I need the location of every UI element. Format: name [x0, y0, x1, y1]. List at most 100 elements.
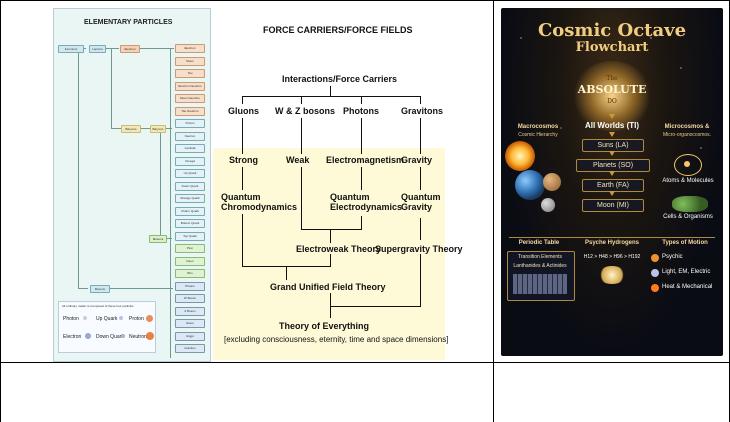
legend-down-quark: Down Quark [96, 334, 124, 340]
micro-sublabel: Micro-organocosmos. [662, 132, 712, 138]
particle-leaf: Electron Neutrino [175, 81, 205, 91]
absolute-label: ABSOLUTE [577, 83, 647, 96]
particle-leaf: Top Quark [175, 231, 205, 241]
periodic-transition: Transition Elements [518, 254, 562, 260]
particle-leaf: Tau [175, 69, 205, 78]
particle-leaf: Photon [175, 281, 205, 291]
legend-up-quark: Up Quark [96, 316, 118, 322]
psychic-icon [651, 254, 659, 262]
motion-psychic: Psychic [662, 254, 683, 260]
forces-title: FORCE CARRIERS/FORCE FIELDS [263, 25, 413, 35]
macro-label: Macrocosmos [517, 124, 559, 130]
level-moon: Moon (MI) [582, 199, 644, 212]
particle-leaf: Kaon [175, 256, 205, 266]
force-carriers-chart: FORCE CARRIERS/FORCE FIELDS Interactions… [213, 8, 463, 360]
head-hydrogens: Psyche Hydrogens [584, 240, 640, 246]
motion-light: Light, EM, Electric [662, 269, 711, 275]
earth-icon [515, 170, 545, 200]
cosmic-octave-poster: Cosmic Octave Flowchart The ABSOLUTE DO … [501, 8, 723, 356]
elementary-particles-chart: ELEMENTARY PARTICLES Fermions Leptons El… [53, 8, 211, 362]
legend-box: All ordinary matter is composed of these… [58, 301, 156, 353]
particle-leaf: W Boson [175, 294, 205, 303]
legend-note: All ordinary matter is composed of these… [62, 304, 134, 308]
particle-leaf: Neutron [175, 131, 205, 141]
legend-photon: Photon [63, 316, 79, 322]
particle-leaf: Graviton [175, 344, 205, 353]
up-quark-dot-icon [119, 316, 123, 320]
neutron-dot-icon [146, 332, 154, 340]
particle-leaf: Tau Neutrino [175, 106, 205, 116]
node-baryons: Baryons [150, 125, 166, 133]
toe-note: [excluding consciousness, eternity, time… [224, 335, 449, 344]
moon-icon [541, 198, 555, 212]
force-strong: Strong [229, 155, 258, 165]
cells-label: Cells & Organisms [663, 214, 713, 220]
theory-of-everything: Theory of Everything [279, 321, 370, 331]
sun-icon [505, 141, 535, 171]
particles-title: ELEMENTARY PARTICLES [84, 19, 173, 26]
carrier-photons: Photons [343, 106, 379, 116]
heat-icon [651, 284, 659, 292]
absolute-the: The [606, 75, 618, 82]
force-em: Electromagnetism [326, 155, 405, 165]
legend-neutron: Neutron [129, 334, 147, 340]
particle-leaf: Up Quark [175, 169, 205, 178]
photon-dot-icon [83, 316, 87, 320]
particle-leaf: Muon Neutrino [175, 94, 205, 103]
particle-leaf: Strange Quark [175, 194, 205, 203]
atom-icon [674, 154, 702, 176]
legend-electron: Electron [63, 334, 82, 340]
absolute-glow [572, 61, 652, 131]
theory-qg: Quantum Gravity [401, 192, 441, 212]
grand-unified-field-theory: Grand Unified Field Theory [270, 282, 386, 292]
particle-leaf: Proton [175, 119, 205, 128]
periodic-lanthanides: Lanthanides & Actinides [513, 263, 567, 269]
proton-dot-icon [146, 315, 153, 322]
theory-qed: Quantum Electrodynamics [330, 192, 403, 212]
down-quark-dot-icon [121, 334, 125, 338]
divider [509, 237, 715, 238]
carrier-gravitons: Gravitons [401, 106, 444, 116]
carrier-wz: W & Z bosons [275, 106, 335, 116]
node-bosons: Bosons [90, 285, 110, 293]
periodic-table-icon [513, 274, 567, 294]
node-fermions: Leptons [89, 45, 106, 53]
head-motion: Types of Motion [662, 240, 708, 246]
particle-leaf: Down Quark [175, 181, 205, 191]
level-all-worlds: All Worlds (TI) [584, 121, 640, 130]
octave-title: Cosmic Octave [537, 20, 687, 41]
particle-leaf: Bottom Quark [175, 219, 205, 228]
particle-leaf: Rho [175, 269, 205, 278]
particle-leaf: Z Boson [175, 306, 205, 316]
particle-leaf: Muon [175, 56, 205, 66]
node-hadrons: Baryons [121, 125, 141, 133]
node-mesons: Mesons [149, 235, 167, 243]
particle-leaf: Electron [175, 44, 205, 53]
micro-label: Microcosmos & [664, 124, 710, 130]
carrier-gluons: Gluons [228, 106, 259, 116]
head-periodic: Periodic Table [518, 240, 560, 246]
octave-subtitle: Flowchart [575, 40, 649, 55]
hydrogens-label: H12 > H48 > H96 > H192 [583, 254, 641, 260]
particle-leaf: Gluon [175, 319, 205, 328]
motion-heat: Heat & Mechanical [662, 284, 713, 290]
node-root: Fermions [58, 45, 84, 53]
theory-qcd: Quantum Chromodynamics [221, 192, 298, 212]
node-leptons: Electron [120, 45, 140, 53]
supergravity-theory: Supergravity Theory [375, 244, 463, 254]
force-weak: Weak [286, 155, 310, 165]
interactions-label: Interactions/Force Carriers [282, 74, 398, 84]
electroweak-theory: Electroweak Theory [296, 244, 382, 254]
force-gravity: Gravity [401, 155, 433, 165]
light-icon [651, 269, 659, 277]
planet-icon [543, 173, 561, 191]
particle-leaf: Charm Quark [175, 206, 205, 216]
absolute-do: DO [607, 98, 617, 105]
particle-leaf: Higgs [175, 331, 205, 341]
particle-leaf: Pion [175, 244, 205, 253]
particle-leaf: Omega [175, 156, 205, 166]
electron-dot-icon [85, 333, 91, 339]
atoms-label: Atoms & Molecules [662, 178, 714, 184]
cells-icon [672, 196, 708, 212]
macro-sublabel: Cosmic Hierarchy [518, 132, 558, 138]
